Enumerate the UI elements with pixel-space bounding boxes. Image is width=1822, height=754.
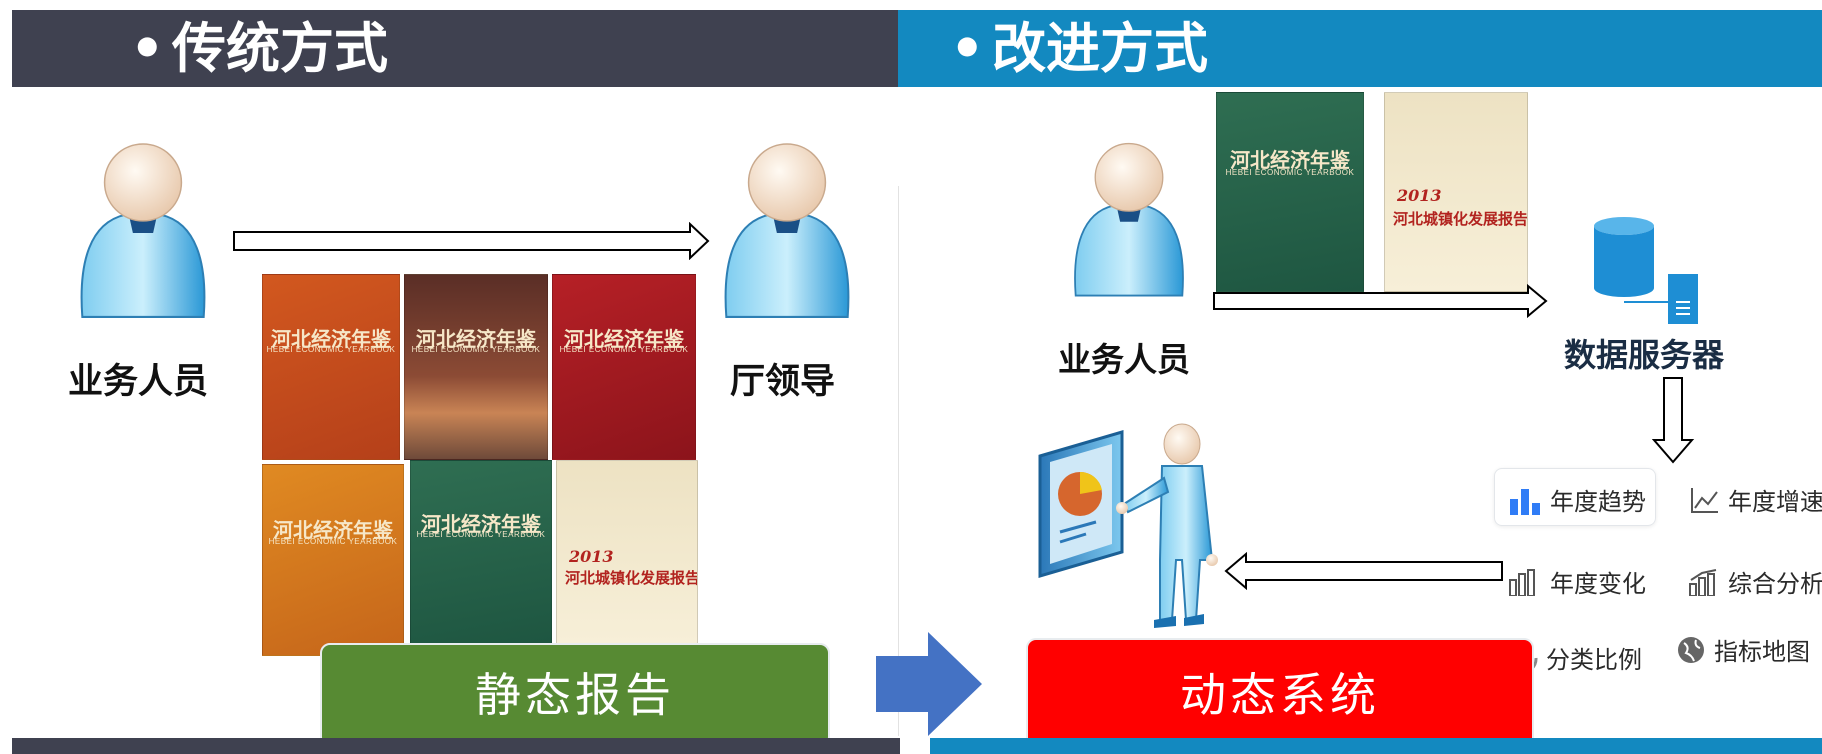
right-header-title: 改进方式 xyxy=(992,17,1208,80)
yearbook-cover: 河北经济年鉴 HEBEI ECONOMIC YEARBOOK xyxy=(404,274,548,460)
right-staff-label: 业务人员 xyxy=(1058,340,1190,379)
dynamic-system-button[interactable]: 动态系统 xyxy=(1026,638,1534,752)
left-header-bullet: • xyxy=(130,17,165,80)
left-staff-label: 业务人员 xyxy=(68,362,209,402)
arrow-right-icon xyxy=(1213,284,1548,319)
left-header-title: 传统方式 xyxy=(172,17,388,80)
globe-icon xyxy=(1678,636,1704,663)
yearbook-cover: 河北经济年鉴 HEBEI ECONOMIC YEARBOOK xyxy=(262,274,400,460)
person-icon xyxy=(1064,140,1194,300)
feature-label: 年度趋势 xyxy=(1550,488,1646,516)
person-icon xyxy=(70,140,216,322)
feature-comprehensive-analysis[interactable]: 综合分析 xyxy=(1688,564,1822,599)
bar-chart-icon xyxy=(1510,488,1540,515)
person-icon xyxy=(714,140,860,322)
feature-annual-trend[interactable]: 年度趋势 xyxy=(1508,482,1646,517)
database-icon xyxy=(1594,217,1698,324)
report-cover: 2013 河北城镇化发展报告 xyxy=(556,460,698,644)
arrow-down-icon xyxy=(1652,377,1695,464)
right-footer-bar xyxy=(930,738,1822,754)
feature-panel: 年度趋势 年度增速 年度变化 综合分析 分类比例 指标地图 xyxy=(1494,464,1822,692)
feature-label: 指标地图 xyxy=(1714,638,1810,666)
presenter-icon xyxy=(1038,423,1218,628)
feature-label: 综合分析 xyxy=(1728,570,1822,598)
line-chart-icon xyxy=(1691,487,1718,513)
report-cover: 2013 河北城镇化发展报告 xyxy=(1384,92,1528,292)
static-report-button[interactable]: 静态报告 xyxy=(320,643,830,747)
feature-category-ratio[interactable]: 分类比例 xyxy=(1518,640,1642,675)
arrow-right-icon xyxy=(876,632,982,736)
left-header-bar xyxy=(12,10,898,87)
server-label: 数据服务器 xyxy=(1564,336,1725,374)
right-header-bullet: • xyxy=(950,17,985,80)
yearbook-cover: 河北经济年鉴 HEBEI ECONOMIC YEARBOOK xyxy=(410,460,552,644)
section-divider xyxy=(898,186,899,736)
column-chart-icon xyxy=(1509,568,1535,596)
yearbook-cover: 河北经济年鉴 HEBEI ECONOMIC YEARBOOK xyxy=(1216,92,1364,292)
right-header-bar xyxy=(898,10,1822,87)
combo-chart-icon xyxy=(1689,568,1717,596)
leader-label: 厅领导 xyxy=(730,362,836,402)
yearbook-cover: 河北经济年鉴 HEBEI ECONOMIC YEARBOOK xyxy=(552,274,696,460)
feature-label: 年度增速 xyxy=(1728,488,1822,516)
left-footer-bar xyxy=(12,738,900,754)
arrow-right-icon xyxy=(233,222,710,260)
feature-indicator-map[interactable]: 指标地图 xyxy=(1676,632,1810,667)
arrow-left-icon xyxy=(1224,552,1503,590)
yearbook-cover: 河北经济年鉴 HEBEI ECONOMIC YEARBOOK xyxy=(262,464,404,656)
feature-tile xyxy=(1494,468,1656,526)
feature-annual-growth[interactable]: 年度增速 xyxy=(1690,482,1822,517)
feature-label: 年度变化 xyxy=(1550,570,1646,598)
feature-label: 分类比例 xyxy=(1546,646,1642,674)
feature-annual-change[interactable]: 年度变化 xyxy=(1508,564,1646,599)
